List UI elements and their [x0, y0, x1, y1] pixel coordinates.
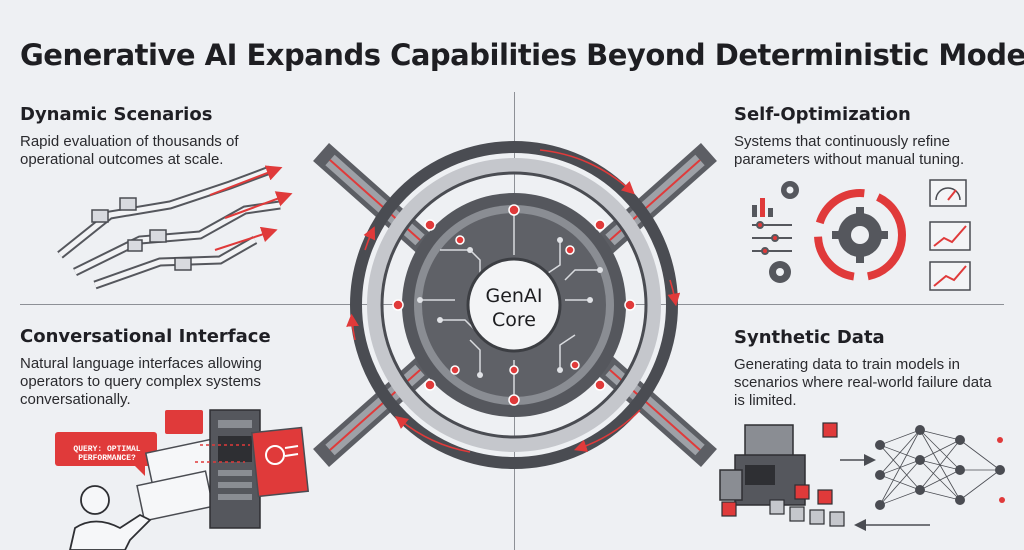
neural-network-icon — [875, 425, 1005, 510]
server-icon — [209, 409, 261, 529]
quadrant-description: Systems that continuously refine paramet… — [734, 133, 965, 168]
cube-icon — [721, 422, 845, 527]
quadrant-dynamic-scenarios: Dynamic Scenarios Rapid evaluation of th… — [20, 104, 340, 169]
conversation-illustration — [55, 409, 310, 550]
chat-bubble-icon — [55, 432, 157, 476]
quadrant-description: Natural language interfaces allowing ope… — [20, 355, 262, 408]
quadrant-conversational-interface: Conversational Interface Natural languag… — [20, 326, 340, 409]
synthetic-data-illustration — [719, 422, 1005, 531]
quadrant-title: Dynamic Scenarios — [20, 104, 213, 125]
core-center — [466, 257, 562, 353]
quadrant-title: Self-Optimization — [734, 104, 911, 125]
bar-chart-icon — [752, 198, 773, 217]
scenario-paths-illustration — [57, 165, 293, 290]
monitor-icon — [250, 426, 310, 498]
slider-controls — [752, 221, 792, 255]
quadrant-title: Conversational Interface — [20, 326, 271, 347]
quadrant-self-optimization: Self-Optimization Systems that continuou… — [734, 104, 1024, 169]
orbit-arrows — [346, 149, 681, 453]
speech-bubble-text: QUERY: OPTIMAL PERFORMANCE? — [73, 445, 141, 463]
gauge-icon — [929, 179, 967, 207]
quadrant-title: Synthetic Data — [734, 327, 885, 348]
page-title: Generative AI Expands Capabilities Beyon… — [20, 38, 1024, 72]
core-label: GenAI Core — [485, 285, 543, 331]
trend-chart-icon — [929, 221, 971, 291]
scenario-node-boxes — [91, 197, 192, 271]
red-nodes — [392, 204, 636, 406]
chat-bubble-small — [165, 410, 203, 434]
small-gear-icon — [769, 181, 799, 283]
quadrant-description: Rapid evaluation of thousands of operati… — [20, 133, 239, 168]
optimization-illustration — [752, 179, 971, 291]
data-machine-icon — [719, 424, 806, 506]
quadrant-synthetic-data: Synthetic Data Generating data to train … — [734, 327, 1024, 410]
gear-icon — [832, 207, 888, 263]
quadrant-description: Generating data to train models in scena… — [734, 356, 992, 409]
person-icon — [69, 485, 152, 550]
